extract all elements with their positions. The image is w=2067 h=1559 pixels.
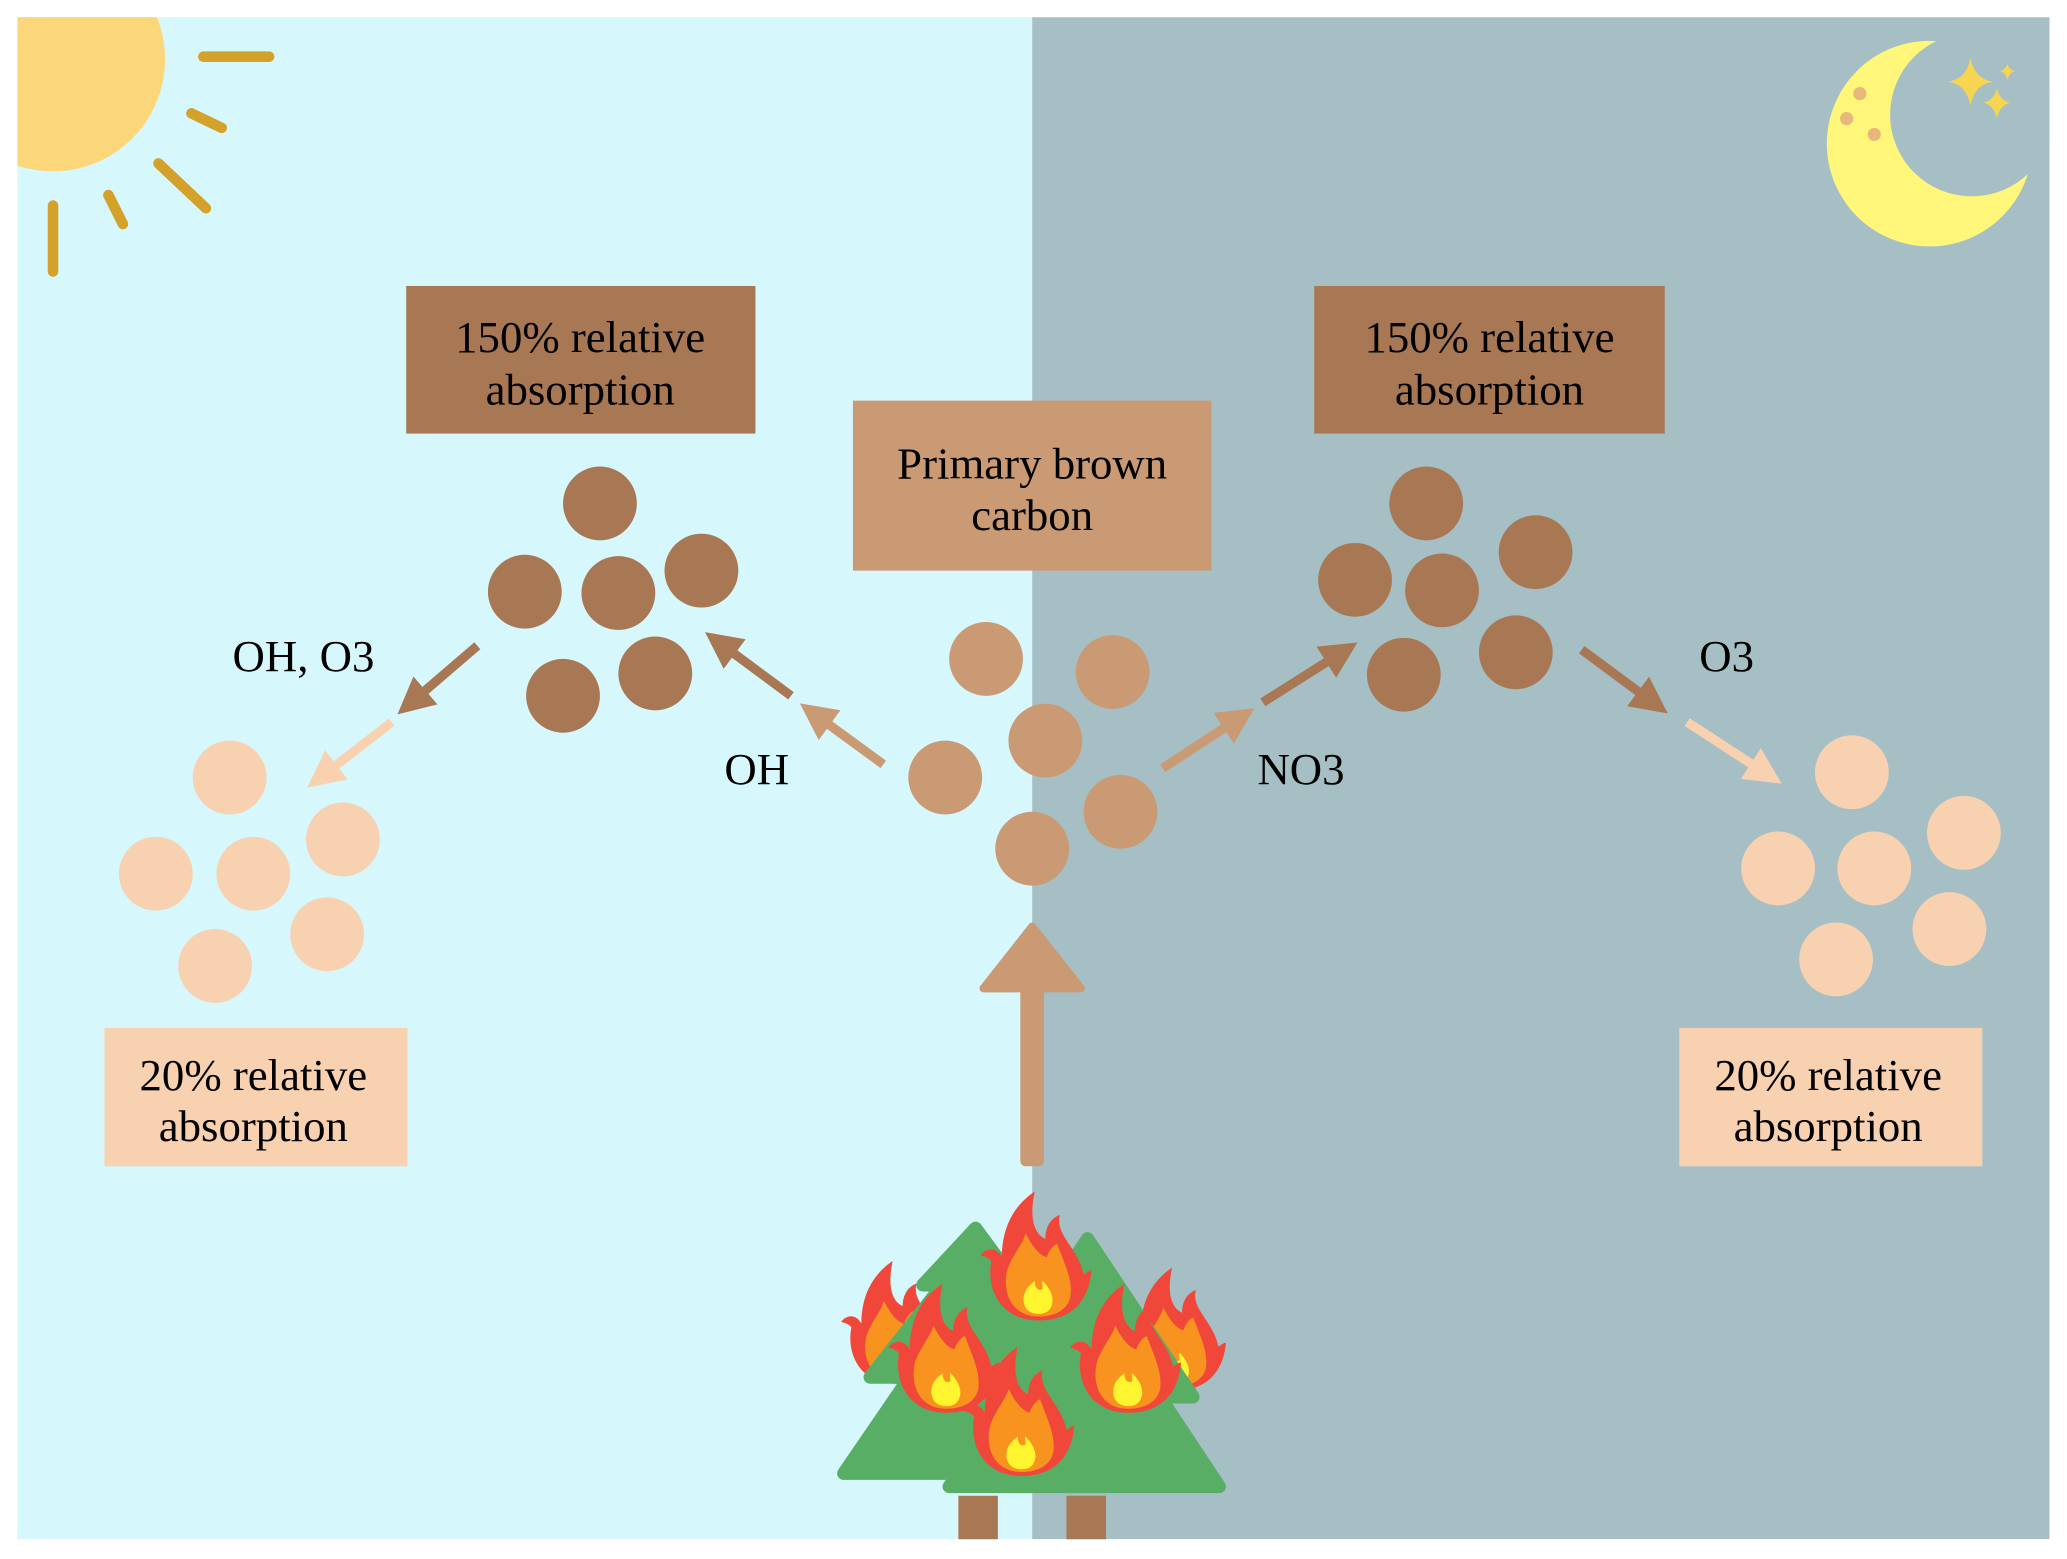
arrow-night-bleaching [1684, 718, 1782, 784]
arrow-night-aged-down [1578, 645, 1668, 714]
night-aged-particles [1318, 466, 1573, 712]
night-low-absorption-box: 20% relative absorption [1679, 1027, 1983, 1167]
svg-text:absorption: absorption [1734, 1101, 1923, 1151]
night-secondary-oxidant-label: O3 [1699, 631, 1754, 681]
svg-text:absorption: absorption [159, 1101, 348, 1151]
primary-particles [908, 622, 1158, 886]
day-low-absorption-box: 20% relative absorption [104, 1027, 408, 1167]
day-bleached-particles [118, 740, 380, 1003]
svg-text:20% relative: 20% relative [140, 1050, 368, 1100]
svg-text:150% relative: 150% relative [1364, 312, 1614, 362]
sun-icon [17, 17, 275, 277]
night-bleached-particles [1741, 735, 2001, 997]
svg-text:absorption: absorption [1395, 365, 1584, 415]
burning-trees-icon [837, 1191, 1226, 1540]
arrow-primary-to-day-aged [799, 703, 886, 769]
svg-text:Primary brown: Primary brown [897, 438, 1167, 488]
arrow-night-aged-up [1260, 642, 1358, 707]
day-secondary-oxidant-label: OH, O3 [232, 631, 374, 681]
day-panel [17, 17, 1033, 1540]
primary-brown-carbon-box: Primary brown carbon [852, 400, 1212, 571]
night-primary-oxidant-label: NO3 [1257, 744, 1344, 794]
moon-with-stars-icon [1826, 32, 2050, 247]
day-aged-particles [487, 466, 739, 733]
arrow-day-aged-down [397, 642, 481, 715]
arrow-day-bleaching [307, 718, 395, 788]
day-primary-oxidant-label: OH [724, 744, 789, 794]
day-high-absorption-box: 150% relative absorption [406, 285, 756, 434]
arrow-primary-to-night-aged [1160, 708, 1255, 773]
svg-text:carbon: carbon [971, 490, 1093, 540]
night-high-absorption-box: 150% relative absorption [1314, 285, 1665, 434]
emission-arrow [979, 922, 1085, 1167]
svg-text:absorption: absorption [486, 365, 675, 415]
arrow-day-aged-up [705, 632, 794, 700]
svg-text:20% relative: 20% relative [1714, 1050, 1942, 1100]
svg-text:150% relative: 150% relative [455, 312, 705, 362]
